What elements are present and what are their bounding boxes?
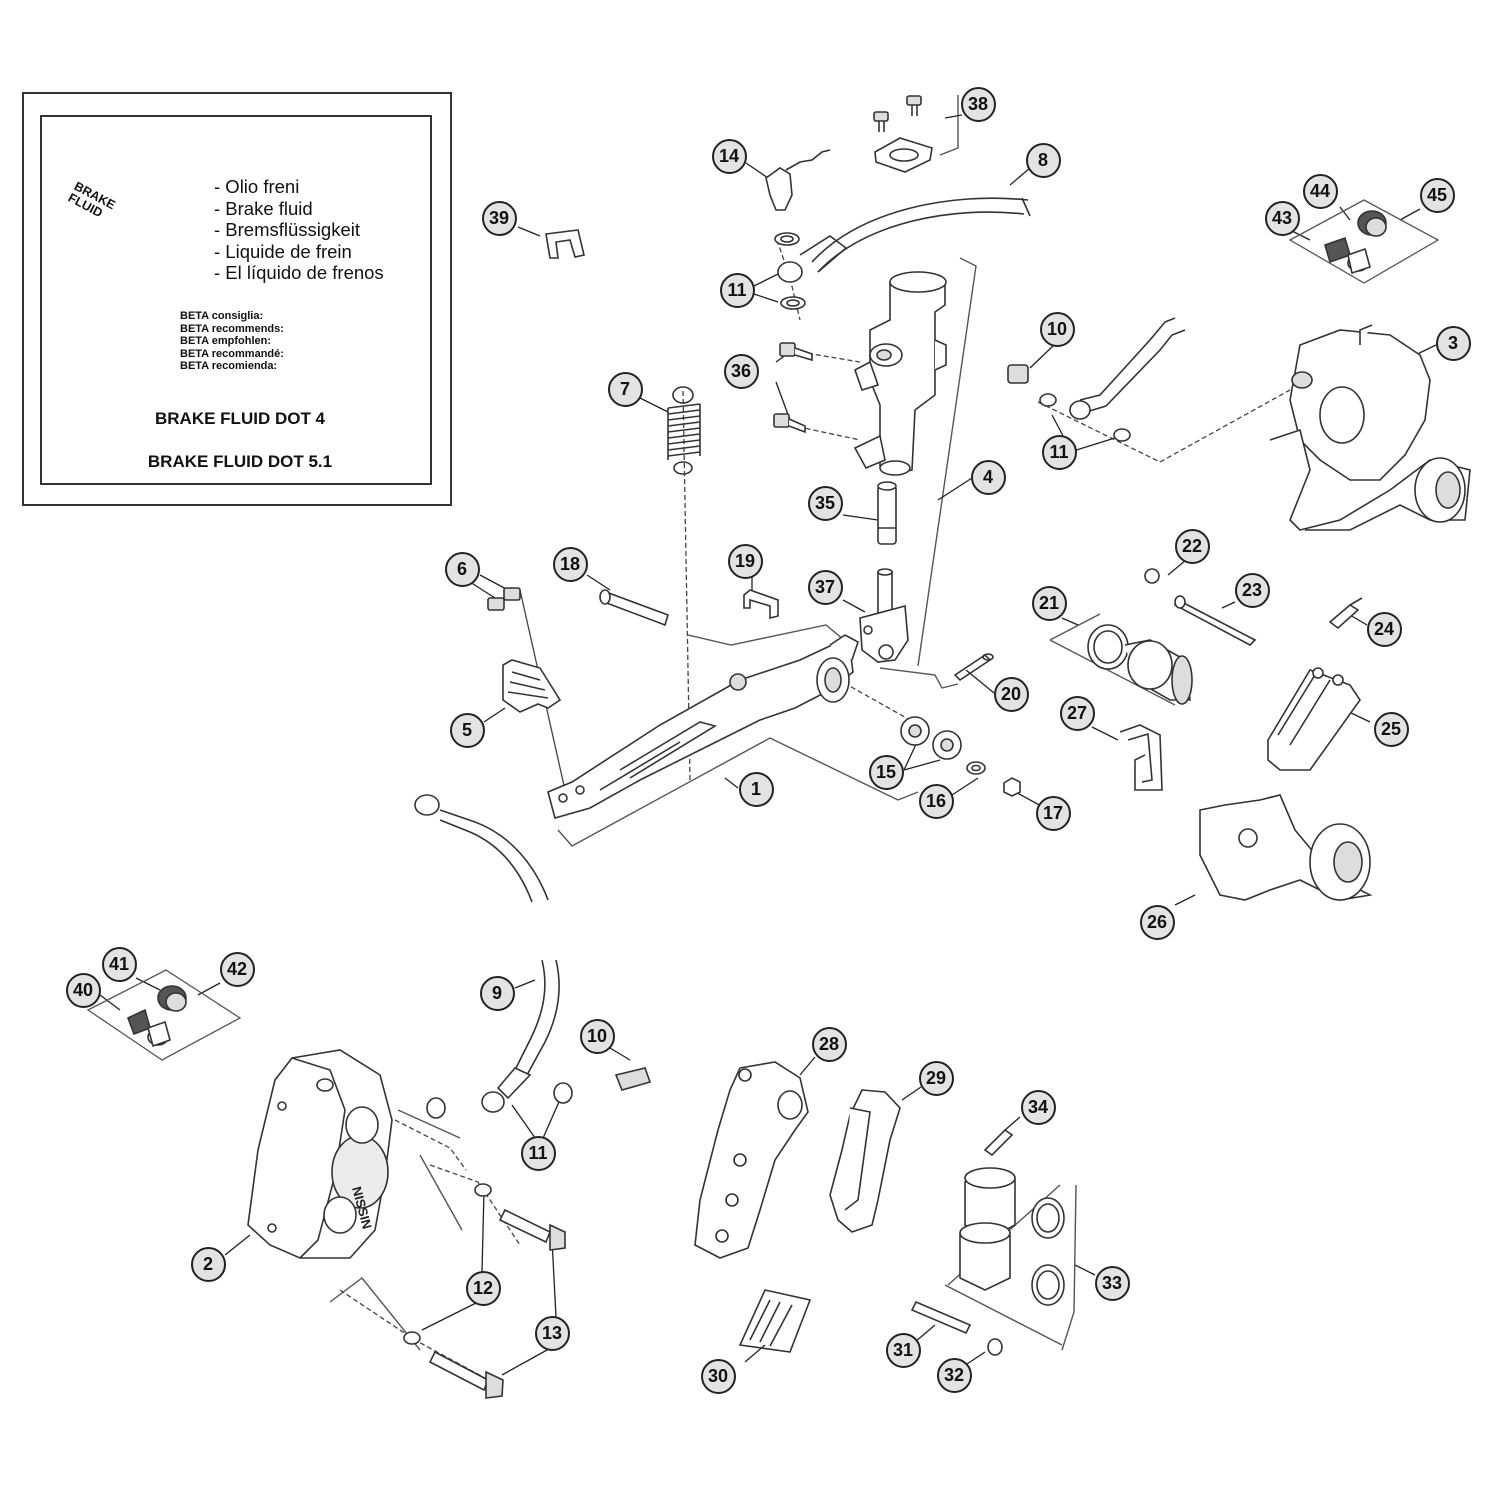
callout-part[interactable]: 39 [481,200,517,236]
callout-part[interactable]: 11 [719,272,755,308]
caliper-pistons-and-pins [1087,568,1363,705]
callout-part[interactable]: 43 [1264,200,1300,236]
rear-brake-hose-upper [777,197,1031,283]
rear-caliper-bracket [1199,794,1373,901]
front-caliper-bracket [694,1061,809,1259]
hose-clip [545,229,585,259]
callout-part[interactable]: 38 [960,86,996,122]
return-spring [667,386,701,475]
callout-part[interactable]: 7 [607,371,643,407]
rear-brake-pads [1267,667,1361,771]
callout-part[interactable]: 12 [465,1270,501,1306]
rear-brake-caliper [1269,324,1471,531]
fluid-name-es: - El líquido de frenos [214,262,384,283]
rear-banjo-bolt-kit [1324,210,1387,275]
callout-part[interactable]: 25 [1373,711,1409,747]
callout-part[interactable]: 21 [1031,585,1067,621]
rear-master-cylinder [853,271,947,476]
callout-part[interactable]: 15 [868,754,904,790]
callout-part[interactable]: 14 [711,138,747,174]
fluid-name-en: - Brake fluid [214,197,313,219]
callout-part[interactable]: 41 [101,946,137,982]
caliper-mounting-bolts [403,1183,566,1399]
callout-part[interactable]: 22 [1174,528,1210,564]
recommendation-es: BETA recomienda: [180,360,278,372]
anti-rattle-spring-front [738,1289,812,1353]
kit-boxes [86,199,1440,1061]
pushrod-and-clevis [859,481,909,663]
callout-part[interactable]: 37 [807,569,843,605]
reservoir-cap-and-screws [873,95,933,173]
pedal-pin-and-clip [599,589,779,627]
brake-fluid-legend [40,115,432,485]
callout-part[interactable]: 28 [811,1026,847,1062]
cotter-pin [953,653,994,682]
callout-part[interactable]: 26 [1139,904,1175,940]
callout-part[interactable]: 20 [993,676,1029,712]
callout-part[interactable]: 30 [700,1358,736,1394]
callout-part[interactable]: 24 [1366,611,1402,647]
fluid-spec-dot4: BRAKE FLUID DOT 4 [155,409,325,428]
callout-part[interactable]: 33 [1094,1265,1130,1301]
recommendation-fr: BETA recommandé: [180,347,284,360]
callout-part[interactable]: 6 [444,551,480,587]
callout-part[interactable]: 5 [449,712,485,748]
callout-part[interactable]: 23 [1234,572,1270,608]
mounting-screws [773,342,813,434]
callout-part[interactable]: 27 [1059,695,1095,731]
brake-light-switch [765,149,831,211]
callout-part[interactable]: 40 [65,972,101,1008]
callout-part[interactable]: 11 [1041,434,1077,470]
rear-caliper-hose-banjo [1007,317,1186,442]
copper-washers-upper [774,232,806,310]
callout-part[interactable]: 8 [1025,142,1061,178]
callout-part[interactable]: 9 [479,975,515,1011]
callout-part[interactable]: 35 [807,485,843,521]
callout-part[interactable]: 31 [885,1332,921,1368]
callout-part[interactable]: 32 [936,1357,972,1393]
front-caliper-pistons [910,1128,1065,1356]
recommendation-it: BETA consiglia: [180,310,264,322]
callout-part[interactable]: 16 [918,783,954,819]
front-banjo-bolt-kit [126,985,187,1048]
fluid-name-list: - Olio freni - Brake fluid - Bremsflüssi… [214,176,384,284]
recommendation-list: BETA consiglia: BETA recommends: BETA em… [180,310,284,373]
callout-part[interactable]: 4 [970,459,1006,495]
callout-part[interactable]: 13 [534,1315,570,1351]
callout-part[interactable]: 2 [190,1246,226,1282]
pedal-tip-and-bolts [487,587,562,713]
front-brake-hose-and-banjo [426,959,652,1119]
callout-part[interactable]: 11 [520,1135,556,1171]
callout-part[interactable]: 34 [1020,1089,1056,1125]
leader-lines [339,239,1291,1379]
brake-fluid-legend-frame [22,92,452,506]
callout-part[interactable]: 45 [1419,177,1455,213]
callout-part[interactable]: 18 [552,546,588,582]
callout-part[interactable]: 1 [738,771,774,807]
callout-part[interactable]: 19 [727,543,763,579]
front-brake-caliper [247,1049,393,1259]
callout-part[interactable]: 3 [1435,325,1471,361]
recommendation-en: BETA recommends: [180,322,284,335]
front-brake-pads [829,1089,901,1233]
fluid-spec-dot51: BRAKE FLUID DOT 5.1 [147,452,333,471]
fluid-name-de: - Bremsflüssigkeit [214,219,360,240]
callout-part[interactable]: 10 [579,1018,615,1054]
rear-brake-hose-lower-end [414,794,549,903]
fluid-name-fr: - Liquide de frein [214,240,352,262]
anti-rattle-spring-rear [1119,724,1163,791]
callout-part[interactable]: 42 [219,951,255,987]
fluid-name-it: - Olio freni [214,176,300,197]
pivot-bushings-washer-nut [900,716,1021,797]
brake-pedal [547,634,859,819]
callout-part[interactable]: 44 [1302,173,1338,209]
callout-part[interactable]: 10 [1039,311,1075,347]
callout-part[interactable]: 17 [1035,795,1071,831]
callout-part[interactable]: 36 [723,353,759,389]
callout-part[interactable]: 29 [918,1060,954,1096]
recommendation-de: BETA empfohlen: [180,335,272,347]
